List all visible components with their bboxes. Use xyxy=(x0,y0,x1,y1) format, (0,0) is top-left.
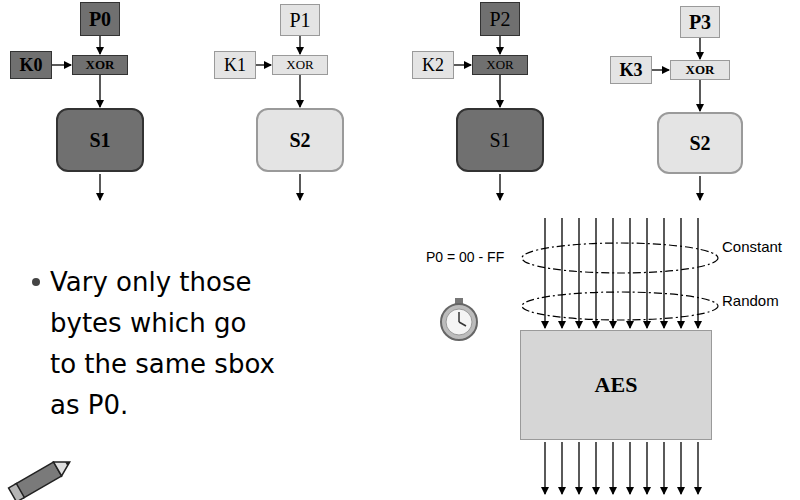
data-arrow xyxy=(299,75,300,107)
box-label: P0 xyxy=(89,8,111,31)
box-label: XOR xyxy=(486,57,513,73)
random-group xyxy=(522,292,718,320)
box-label: XOR xyxy=(86,57,115,73)
data-arrow xyxy=(499,75,500,107)
xor-box: XOR xyxy=(272,55,328,75)
box-label: S2 xyxy=(689,132,710,155)
constant-group xyxy=(522,243,718,273)
box-label: K1 xyxy=(224,55,246,76)
data-arrow xyxy=(499,36,500,54)
stopwatch-icon xyxy=(441,298,477,340)
key-box: K2 xyxy=(412,51,454,79)
group-label: Random xyxy=(722,292,798,310)
plaintext-box: P1 xyxy=(280,4,320,36)
input-range: P0 = 00 - FF xyxy=(426,248,522,266)
xor-box: XOR xyxy=(670,60,730,80)
group-label: Constant xyxy=(722,238,798,256)
box-label: P1 xyxy=(289,9,310,32)
note-text: Vary only those bytes which go to the sa… xyxy=(50,262,275,426)
data-arrow xyxy=(699,38,700,59)
data-arrow xyxy=(52,64,71,65)
data-arrow xyxy=(454,64,471,65)
box-label: S1 xyxy=(489,129,510,152)
sbox: S2 xyxy=(256,108,344,172)
box-label: XOR xyxy=(286,57,313,73)
plaintext-box: P0 xyxy=(80,2,120,36)
box-label: K0 xyxy=(19,55,42,76)
box-label: P3 xyxy=(689,11,711,34)
key-box: K0 xyxy=(10,51,52,79)
xor-box: XOR xyxy=(72,55,128,75)
sbox: S1 xyxy=(56,108,144,172)
output-arrows xyxy=(100,174,700,200)
key-box: K1 xyxy=(214,51,256,79)
data-arrow xyxy=(699,80,700,111)
sbox: S1 xyxy=(456,108,544,172)
bullet xyxy=(32,278,40,286)
pencil-icon xyxy=(9,455,74,500)
data-arrow xyxy=(99,36,100,54)
data-arrow xyxy=(99,75,100,107)
box-label: P2 xyxy=(489,8,510,31)
box-label: K3 xyxy=(619,60,642,81)
plaintext-box: P2 xyxy=(480,2,520,36)
aes-output-arrows xyxy=(545,442,698,494)
data-arrow xyxy=(256,64,271,65)
box-label: AES xyxy=(595,372,638,398)
box-label: S2 xyxy=(289,129,310,152)
box-label: K2 xyxy=(422,55,444,76)
sbox: S2 xyxy=(657,112,743,174)
cipher-box: AES xyxy=(520,330,712,440)
plaintext-box: P3 xyxy=(680,6,720,38)
box-label: S1 xyxy=(89,129,110,152)
data-arrow xyxy=(299,36,300,54)
key-box: K3 xyxy=(610,56,652,84)
data-arrow xyxy=(652,69,669,70)
box-label: XOR xyxy=(686,62,715,78)
xor-box: XOR xyxy=(472,55,528,75)
